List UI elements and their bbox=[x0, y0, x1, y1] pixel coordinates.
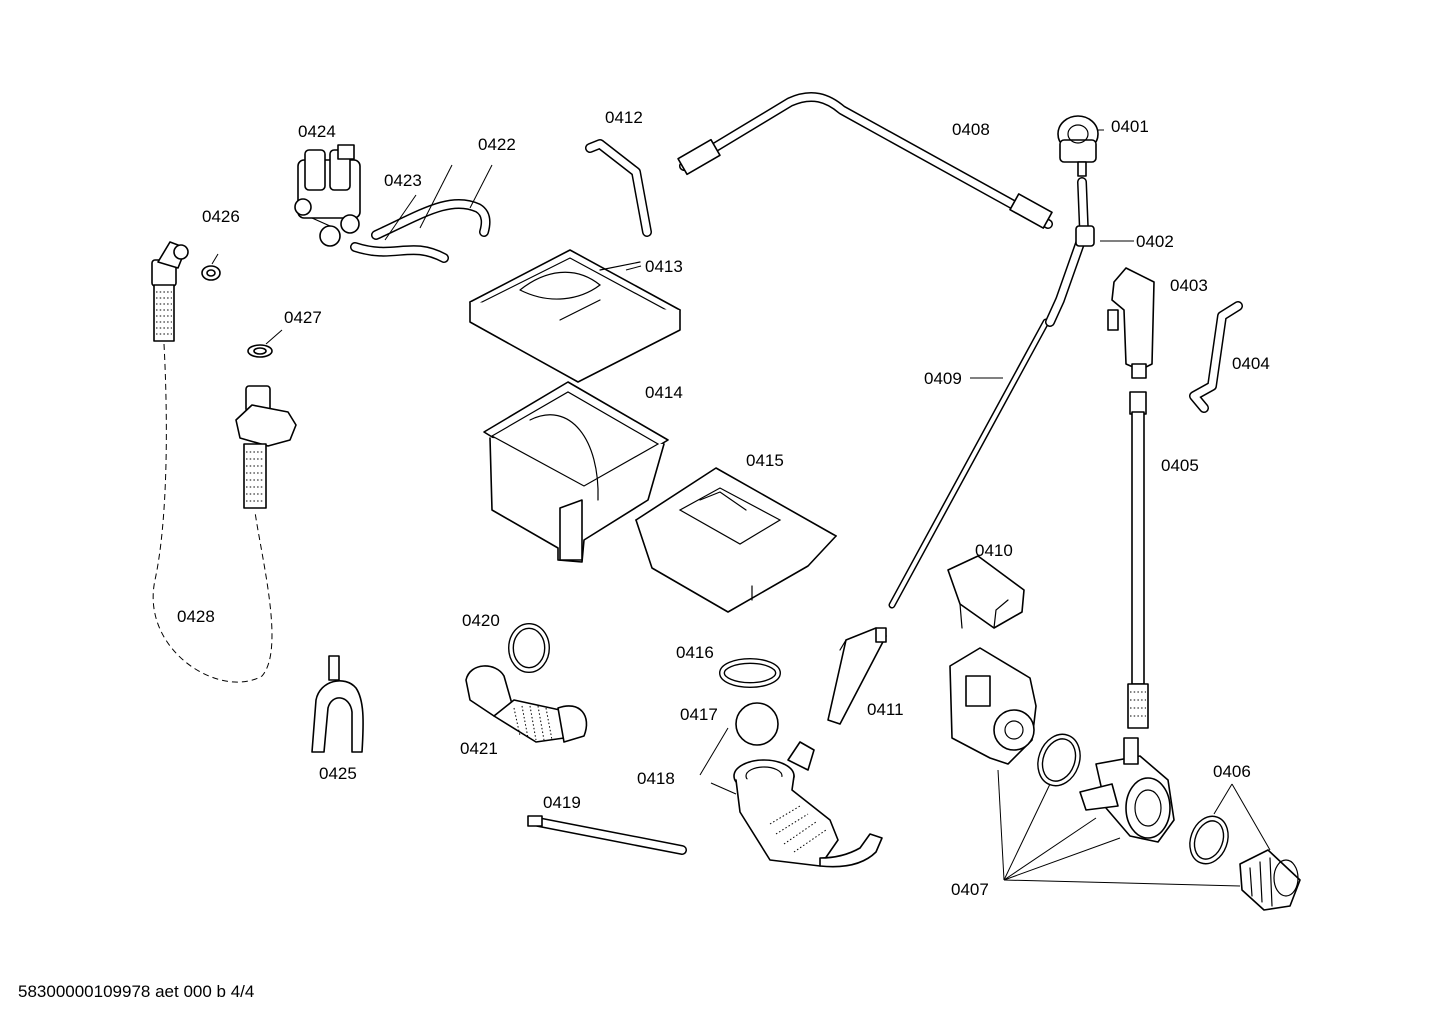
part-0410-cover bbox=[947, 555, 1025, 629]
part-0428-inlet-hose-a bbox=[151, 241, 189, 342]
part-0415-detergent-drawer bbox=[635, 467, 837, 613]
part-0423-hose bbox=[350, 198, 491, 263]
part-0428-inlet-hose-b bbox=[235, 385, 297, 509]
label-0405: 0405 bbox=[1161, 456, 1199, 475]
part-0424-inlet-valve bbox=[294, 144, 361, 247]
label-0401: 0401 bbox=[1111, 117, 1149, 136]
part-0427-washer bbox=[247, 344, 273, 358]
part-0402-hose bbox=[1045, 177, 1095, 327]
part-0409-pressure-tube bbox=[888, 318, 1050, 609]
part-0405-hose bbox=[1127, 391, 1149, 729]
part-0419-hose bbox=[527, 815, 687, 855]
part-0420-gasket bbox=[508, 623, 550, 673]
part-0413-dispenser-lid bbox=[469, 249, 681, 383]
part-0404-bracket bbox=[1189, 301, 1243, 413]
label-0414: 0414 bbox=[645, 383, 683, 402]
label-0408: 0408 bbox=[952, 120, 990, 139]
part-0414-dispenser-housing bbox=[483, 381, 669, 563]
label-0419: 0419 bbox=[543, 793, 581, 812]
part-0421-bellows-hose bbox=[465, 665, 588, 743]
part-0407-gasket bbox=[1037, 733, 1081, 787]
part-0417-ball bbox=[735, 702, 779, 746]
label-0415: 0415 bbox=[746, 451, 784, 470]
label-0410: 0410 bbox=[975, 541, 1013, 560]
label-0411: 0411 bbox=[867, 700, 904, 719]
label-0420: 0420 bbox=[462, 611, 500, 630]
label-0412: 0412 bbox=[605, 108, 643, 127]
label-0402: 0402 bbox=[1136, 232, 1174, 251]
part-0425-hose-holder bbox=[311, 655, 364, 753]
label-0406: 0406 bbox=[1213, 762, 1251, 781]
label-0404: 0404 bbox=[1232, 354, 1270, 373]
label-0421: 0421 bbox=[460, 739, 498, 758]
part-0406-gasket bbox=[1189, 815, 1229, 865]
label-0413: 0413 bbox=[645, 257, 683, 276]
part-0401-pressure-switch bbox=[1057, 115, 1099, 177]
part-0418-sump-hose bbox=[733, 741, 883, 868]
part-0406-filter bbox=[1239, 849, 1301, 911]
label-0428: 0428 bbox=[177, 607, 215, 626]
part-0412-tube bbox=[585, 139, 652, 237]
label-0427: 0427 bbox=[284, 308, 322, 327]
part-0428-dashed-hose bbox=[152, 343, 273, 683]
part-0403-valve bbox=[1107, 267, 1155, 379]
label-0416: 0416 bbox=[676, 643, 714, 662]
part-0416-gasket bbox=[719, 658, 781, 688]
label-0407: 0407 bbox=[951, 880, 989, 899]
part-0408-hose bbox=[677, 91, 1053, 229]
label-0422: 0422 bbox=[478, 135, 516, 154]
document-footer-code: 58300000109978 aet 000 b 4/4 bbox=[18, 982, 254, 1001]
label-0423: 0423 bbox=[384, 171, 422, 190]
label-0425: 0425 bbox=[319, 764, 357, 783]
part-0426-seal bbox=[201, 265, 221, 281]
label-0424: 0424 bbox=[298, 122, 336, 141]
leader-lines bbox=[211, 129, 1271, 887]
part-0407-pump-housing bbox=[1079, 737, 1175, 843]
label-0417: 0417 bbox=[680, 705, 718, 724]
label-0403: 0403 bbox=[1170, 276, 1208, 295]
label-0409: 0409 bbox=[924, 369, 962, 388]
part-0411-sensor bbox=[827, 627, 887, 725]
label-0426: 0426 bbox=[202, 207, 240, 226]
label-0418: 0418 bbox=[637, 769, 675, 788]
part-0407-drain-pump bbox=[949, 647, 1037, 765]
